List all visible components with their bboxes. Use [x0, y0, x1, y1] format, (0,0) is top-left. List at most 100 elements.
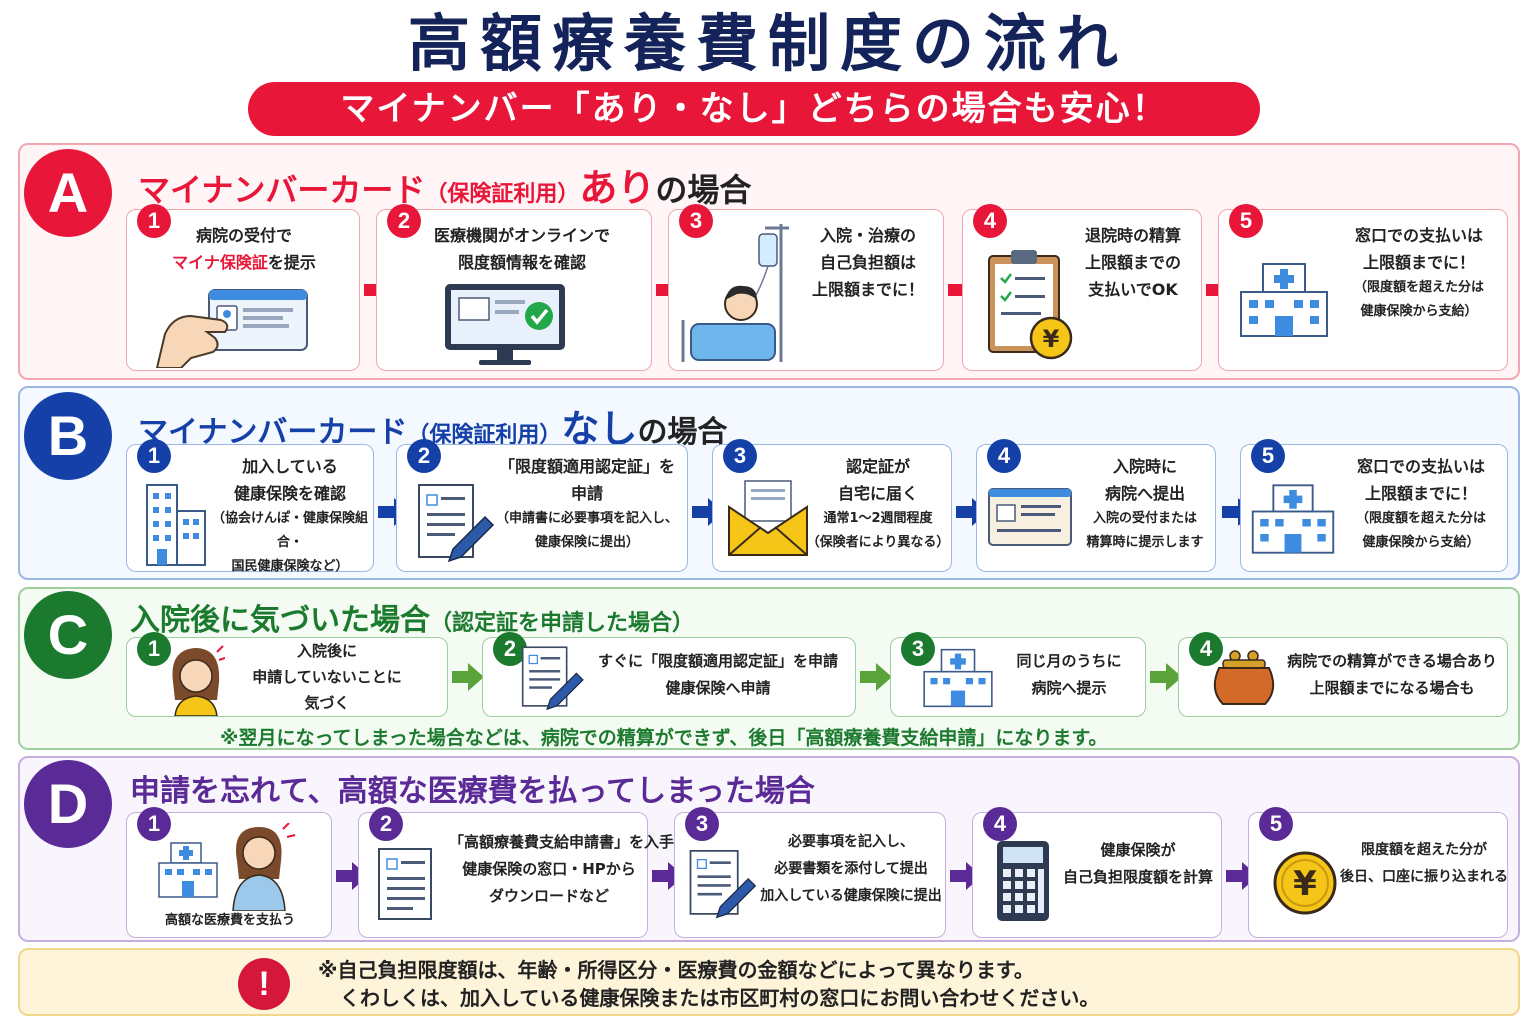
hand-card-icon	[155, 289, 308, 368]
hospital-icon	[1251, 484, 1335, 554]
step-number: 5	[1259, 807, 1293, 841]
svg-text:¥: ¥	[1293, 864, 1317, 904]
section-b: B マイナンバーカード（保険証利用）なしの場合 1 加入している 健康保険を確認…	[18, 386, 1520, 580]
section-d: D 申請を忘れて、高額な医療費を払ってしまった場合 1 高額な医療費を支払う 2…	[18, 756, 1520, 942]
building-icon	[146, 484, 206, 566]
step-b4: 4 入院時に 病院へ提出 入院の受付または 精算時に提示します	[976, 439, 1216, 572]
footer-line-1: ※自己負担限度額は、年齢・所得区分・医療費の金額などによって異なります。	[318, 958, 1034, 982]
step-text: 高額な医療費を支払う	[164, 913, 295, 928]
section-b-heading-emph: なし	[561, 407, 638, 451]
step-number: 4	[987, 439, 1021, 473]
step-b2: 2 「限度額適用認定証」を 申請 （申請書に必要事項を記入し、 健康保険に提出）	[396, 439, 688, 572]
step-number: 5	[1229, 204, 1263, 238]
section-a-heading-main: マイナンバーカード	[138, 171, 426, 209]
patient-bed-icon	[681, 224, 789, 362]
step-text: 「限度額適用認定証」を 申請 （申請書に必要事項を記入し、 健康保険に提出）	[495, 457, 678, 550]
step-d2: 2 「高額療養費支給申請書」を入手 健康保険の窓口・HPから ダウンロードなど	[358, 807, 675, 938]
id-card-icon	[988, 488, 1072, 546]
document-icon	[378, 848, 432, 920]
footer-line-2: くわしくは、加入している健康保険または市区町村の窓口にお問い合わせください。	[340, 986, 1100, 1010]
step-text: 入院時に 病院へ提出 入院の受付または 精算時に提示します	[1086, 457, 1204, 550]
hospital-woman-icon	[158, 823, 296, 911]
step-number: 5	[1251, 439, 1285, 473]
step-c2: 2 すぐに「限度額適用認定証」を申請 健康保険へ申請	[482, 632, 856, 717]
section-a: A マイナンバーカード（保険証利用）ありの場合 1 病院の受付で マイナ保険証を…	[18, 143, 1520, 380]
step-number: 2	[407, 439, 441, 473]
section-c-note: ※翌月になってしまった場合などは、病院での精算ができず、後日「高額療養費支給申請…	[220, 727, 1108, 749]
coin-purse-icon	[1213, 650, 1275, 705]
document-pen-icon	[521, 646, 584, 711]
step-d3: 3 必要事項を記入し、 必要書類を添付して提出 加入している健康保険に提出	[674, 807, 946, 938]
step-c1: 1 入院後に 申請していないことに 気づく	[126, 632, 448, 717]
arrow-right-icon	[860, 663, 892, 691]
step-b1: 1 加入している 健康保険を確認 （協会けんぽ・健康保険組合・ 国民健康保険など…	[126, 439, 374, 574]
step-text: 医療機関がオンラインで 限度額情報を確認	[433, 226, 610, 272]
step-a2: 2 医療機関がオンラインで 限度額情報を確認	[376, 204, 652, 371]
step-text: 窓口での支払いは 上限額までに！ （限度額を超えた分は 健康保険から支給）	[1353, 226, 1484, 319]
clipboard-yen-icon: ¥	[988, 250, 1073, 360]
step-c3: 3 同じ月のうちに 病院へ提示	[890, 632, 1146, 717]
svg-text:¥: ¥	[1043, 325, 1060, 353]
worried-woman-icon	[172, 645, 225, 716]
step-text: 必要事項を記入し、 必要書類を添付して提出 加入している健康保険に提出	[760, 834, 942, 904]
page-title: 高額療養費制度の流れ	[407, 7, 1128, 80]
subtitle-banner: マイナンバー「あり・なし」どちらの場合も安心！	[248, 82, 1260, 136]
step-b3: 3 認定証が 自宅に届く 通常1～2週間程度 （保険者により異なる）	[712, 439, 952, 572]
step-d1: 1 高額な医療費を支払う	[126, 807, 332, 938]
monitor-check-icon	[445, 284, 565, 365]
step-text: すぐに「限度額適用認定証」を申請 健康保険へ申請	[597, 652, 838, 697]
step-number: 1	[137, 807, 171, 841]
hospital-icon	[923, 648, 993, 708]
section-c-heading-main: 入院後に気づいた場合	[130, 603, 430, 638]
step-text: 病院の受付で マイナ保険証を提示	[172, 226, 316, 272]
section-a-badge: A	[24, 149, 112, 237]
step-number: 3	[723, 439, 757, 473]
step-a5: 5 窓口での支払いは 上限額までに！ （限度額を超えた分は 健康保険から支給）	[1218, 204, 1508, 371]
step-a4: 4 退院時の精算 上限額までの 支払いでOK ¥	[962, 204, 1202, 371]
step-number: 2	[369, 807, 403, 841]
section-a-heading: マイナンバーカード（保険証利用）ありの場合	[138, 157, 751, 212]
yen-coin-icon: ¥	[1273, 851, 1337, 915]
step-number: 3	[685, 807, 719, 841]
section-c-badge: C	[24, 591, 112, 679]
step-text: 認定証が 自宅に届く 通常1～2週間程度 （保険者により異なる）	[806, 457, 950, 550]
step-text: 退院時の精算 上限額までの 支払いでOK	[1084, 226, 1181, 299]
section-a-heading-emph: あり	[579, 166, 656, 210]
section-c-heading-paren: （認定証を申請した場合）	[430, 611, 695, 636]
step-number: 1	[137, 204, 171, 238]
step-a1: 1 病院の受付で マイナ保険証を提示	[126, 204, 360, 371]
step-text: 「高額療養費支給申請書」を入手 健康保険の窓口・HPから ダウンロードなど	[449, 833, 675, 905]
step-text: 病院での精算ができる場合あり 上限額までになる場合も	[1287, 652, 1497, 697]
step-number: 4	[1189, 632, 1223, 666]
step-number: 3	[679, 204, 713, 238]
step-text: 入院・治療の 自己負担額は 上限額までに！	[811, 226, 924, 299]
document-pen-icon	[418, 484, 495, 563]
step-text: 限度額を超えた分が 後日、口座に振り込まれる	[1340, 842, 1508, 885]
envelope-icon	[728, 480, 808, 556]
hospital-icon	[1240, 263, 1328, 337]
section-a-heading-tail: の場合	[655, 171, 752, 209]
calculator-icon	[997, 841, 1049, 921]
section-b-badge: B	[24, 392, 112, 480]
step-text: 同じ月のうちに 病院へ提示	[1016, 652, 1122, 697]
footer-notice: ! ※自己負担限度額は、年齢・所得区分・医療費の金額などによって異なります。 く…	[18, 948, 1520, 1016]
step-number: 3	[901, 632, 935, 666]
step-text: 窓口での支払いは 上限額までに！ （限度額を超えた分は 健康保険から支給）	[1355, 457, 1486, 550]
step-text: 健康保険が 自己負担限度額を計算	[1062, 841, 1213, 886]
exclamation-icon: !	[238, 958, 290, 1010]
step-d4: 4 健康保険が 自己負担限度額を計算	[972, 807, 1222, 938]
step-c4: 4 病院での精算ができる場合あり 上限額までになる場合も	[1178, 632, 1508, 717]
section-a-heading-paren: （保険証利用）	[425, 182, 580, 207]
step-number: 2	[493, 632, 527, 666]
step-d5: 5 限度額を超えた分が 後日、口座に振り込まれる ¥	[1248, 807, 1508, 938]
footer-text: ※自己負担限度額は、年齢・所得区分・医療費の金額などによって異なります。 くわし…	[318, 956, 1099, 1012]
step-number: 2	[387, 204, 421, 238]
step-number: 4	[973, 204, 1007, 238]
section-c: C 入院後に気づいた場合（認定証を申請した場合） 1 入院後に 申請していないこ…	[18, 587, 1520, 750]
step-text: 加入している 健康保険を確認 （協会けんぽ・健康保険組合・ 国民健康保険など）	[211, 457, 368, 574]
section-c-heading: 入院後に気づいた場合（認定証を申請した場合）	[130, 595, 694, 639]
section-d-heading: 申請を忘れて、高額な医療費を払ってしまった場合	[130, 774, 815, 809]
step-b5: 5 窓口での支払いは 上限額までに！ （限度額を超えた分は 健康保険から支給）	[1240, 439, 1508, 572]
step-a3: 3 入院・治療の 自己負担額は 上限額までに！	[668, 204, 944, 371]
document-pen-icon	[689, 850, 757, 919]
